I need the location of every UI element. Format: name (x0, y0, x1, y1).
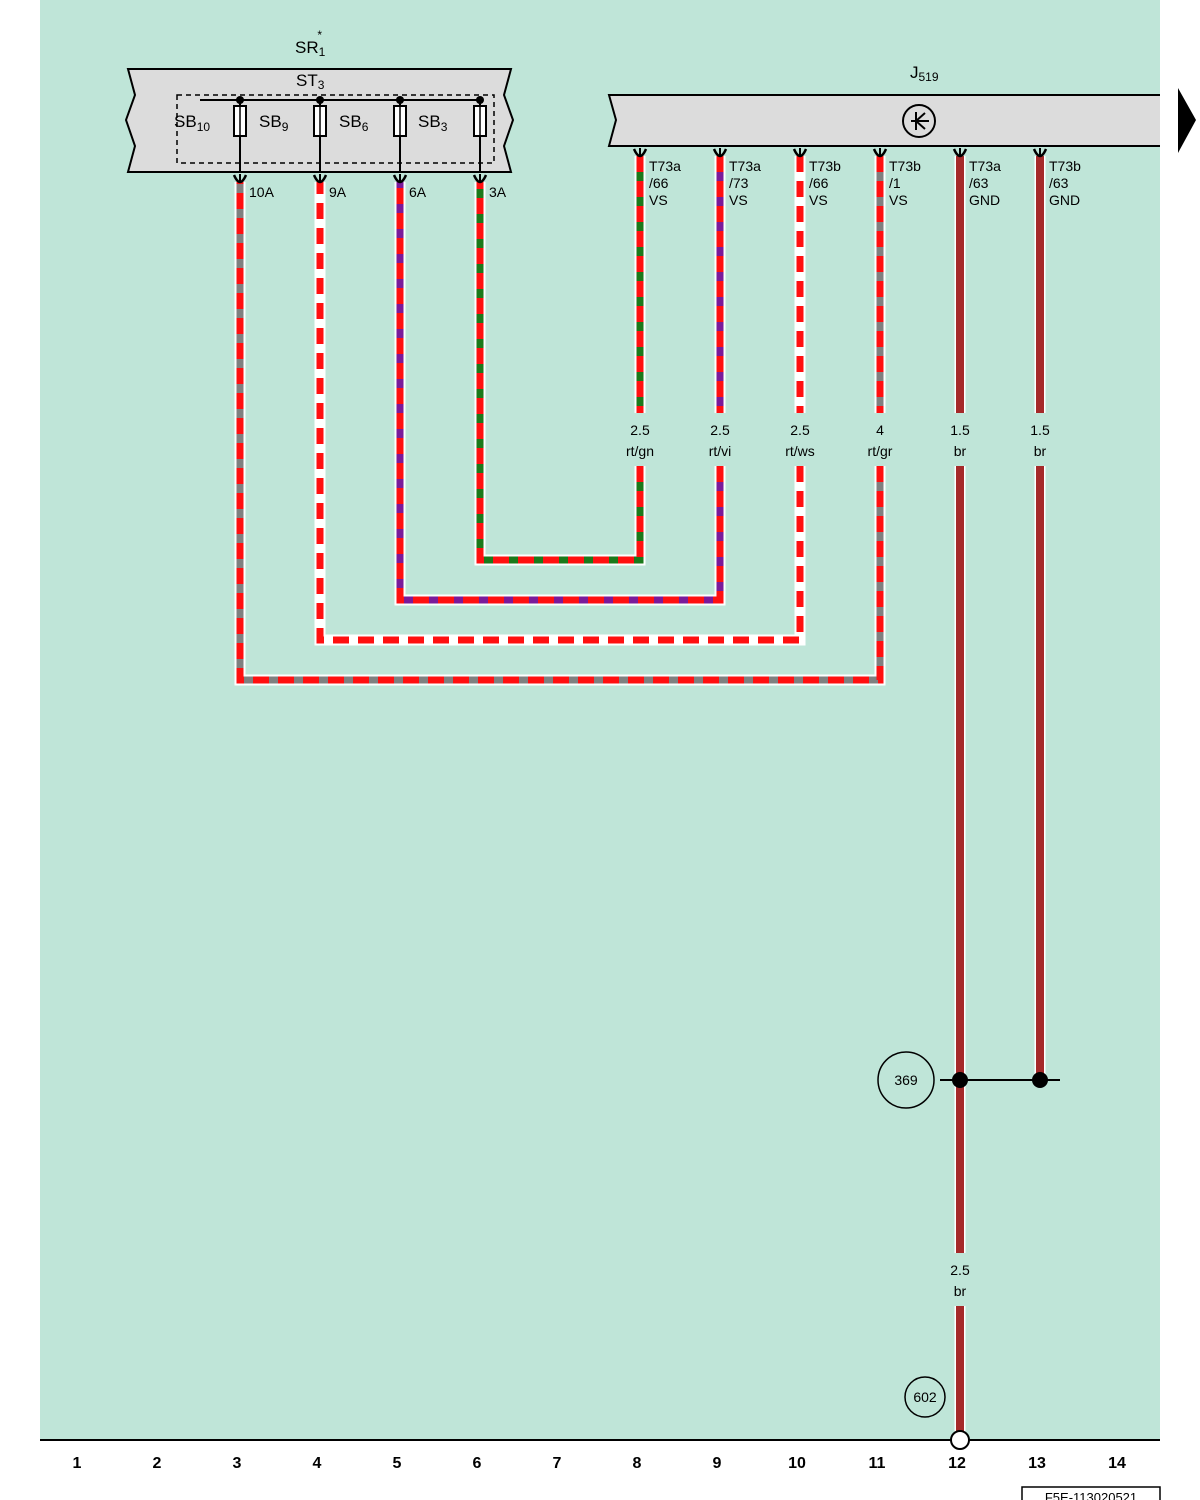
j519-pin-number: /63 (969, 175, 989, 191)
j519-pin-number: /66 (649, 175, 669, 191)
column-number: 14 (1108, 1455, 1126, 1472)
fuse-label: SB3 (418, 112, 448, 134)
j519-pin-signal: VS (649, 192, 668, 208)
column-number: 6 (473, 1455, 482, 1472)
fuse-pin-label: 3A (489, 184, 507, 200)
j519-pin-connector: T73a (729, 158, 761, 174)
ground-wire-size: 2.5 (950, 1262, 970, 1278)
wire-rt-ws (314, 182, 806, 646)
column-number: 10 (788, 1455, 806, 1472)
column-number: 4 (313, 1455, 322, 1472)
j519-pin-signal: VS (729, 192, 748, 208)
column-number: 3 (233, 1455, 242, 1472)
connection-369-circle (877, 1051, 935, 1109)
j519-pin-connector: T73b (809, 158, 841, 174)
connection-369-label: 369 (894, 1072, 918, 1088)
sr1-label: SR1* (295, 28, 326, 59)
wire-color-label: rt/gr (868, 443, 893, 459)
j519-pin-connector: T73a (969, 158, 1001, 174)
fuse-pin-label: 6A (409, 184, 427, 200)
fuse-label: SB10 (174, 112, 210, 134)
wire-color-label: br (1034, 443, 1047, 459)
j519-pin-connector: T73a (649, 158, 681, 174)
j519-box (607, 94, 1160, 147)
column-number: 8 (633, 1455, 642, 1472)
column-number: 13 (1028, 1455, 1046, 1472)
junction-dot-13 (1032, 1072, 1048, 1088)
column-number: 2 (153, 1455, 162, 1472)
wire-rt-gn (474, 182, 646, 566)
j519-pin-connector: T73b (889, 158, 921, 174)
fuse-pin-label: 10A (249, 184, 275, 200)
fuse-label: SB6 (339, 112, 369, 134)
footer-code-box (1021, 1486, 1161, 1500)
wire-size-label: 1.5 (950, 422, 970, 438)
st3-dashed-outline (176, 94, 495, 164)
wire-size-label: 2.5 (790, 422, 810, 438)
column-number: 1 (73, 1455, 82, 1472)
wire-rt-gr (234, 182, 886, 686)
wire-color-label: rt/gn (626, 443, 654, 459)
j519-pin-number: /73 (729, 175, 749, 191)
j519-label: J519 (910, 63, 939, 84)
j519-pin-signal: VS (809, 192, 828, 208)
column-number: 5 (393, 1455, 402, 1472)
wire-color-label: rt/vi (709, 443, 732, 459)
fuse-label: SB9 (259, 112, 289, 134)
j519-pin-signal: VS (889, 192, 908, 208)
junction-dot-12 (952, 1072, 968, 1088)
wire-color-label: rt/ws (785, 443, 815, 459)
ground-602-circle (904, 1376, 946, 1418)
wire-size-label: 4 (876, 422, 884, 438)
wire-size-label: 2.5 (710, 422, 730, 438)
column-number: 12 (948, 1455, 966, 1472)
ground-terminal (950, 1430, 970, 1450)
column-number: 7 (553, 1455, 562, 1472)
j519-pin-signal: GND (1049, 192, 1080, 208)
j519-pin-signal: GND (969, 192, 1000, 208)
ground-symbol-icon (902, 104, 936, 138)
j519-pin-number: /63 (1049, 175, 1069, 191)
fuse-pin-label: 9A (329, 184, 347, 200)
diagram-background (40, 0, 1160, 1440)
st3-label: ST3 (296, 71, 325, 92)
wire-color-label: br (954, 443, 967, 459)
j519-pin-number: /66 (809, 175, 829, 191)
ground-602-label: 602 (913, 1389, 937, 1405)
footer-code: F5E-113020521 (1045, 1490, 1137, 1500)
wire-rt-vi (394, 182, 726, 606)
continuation-arrow-icon (1178, 88, 1196, 153)
wire-size-label: 2.5 (630, 422, 650, 438)
column-number: 9 (713, 1455, 722, 1472)
ground-wire-color: br (954, 1283, 967, 1299)
j519-pin-number: /1 (889, 175, 901, 191)
j519-pin-connector: T73b (1049, 158, 1081, 174)
column-number: 11 (869, 1455, 886, 1472)
wire-size-label: 1.5 (1030, 422, 1050, 438)
